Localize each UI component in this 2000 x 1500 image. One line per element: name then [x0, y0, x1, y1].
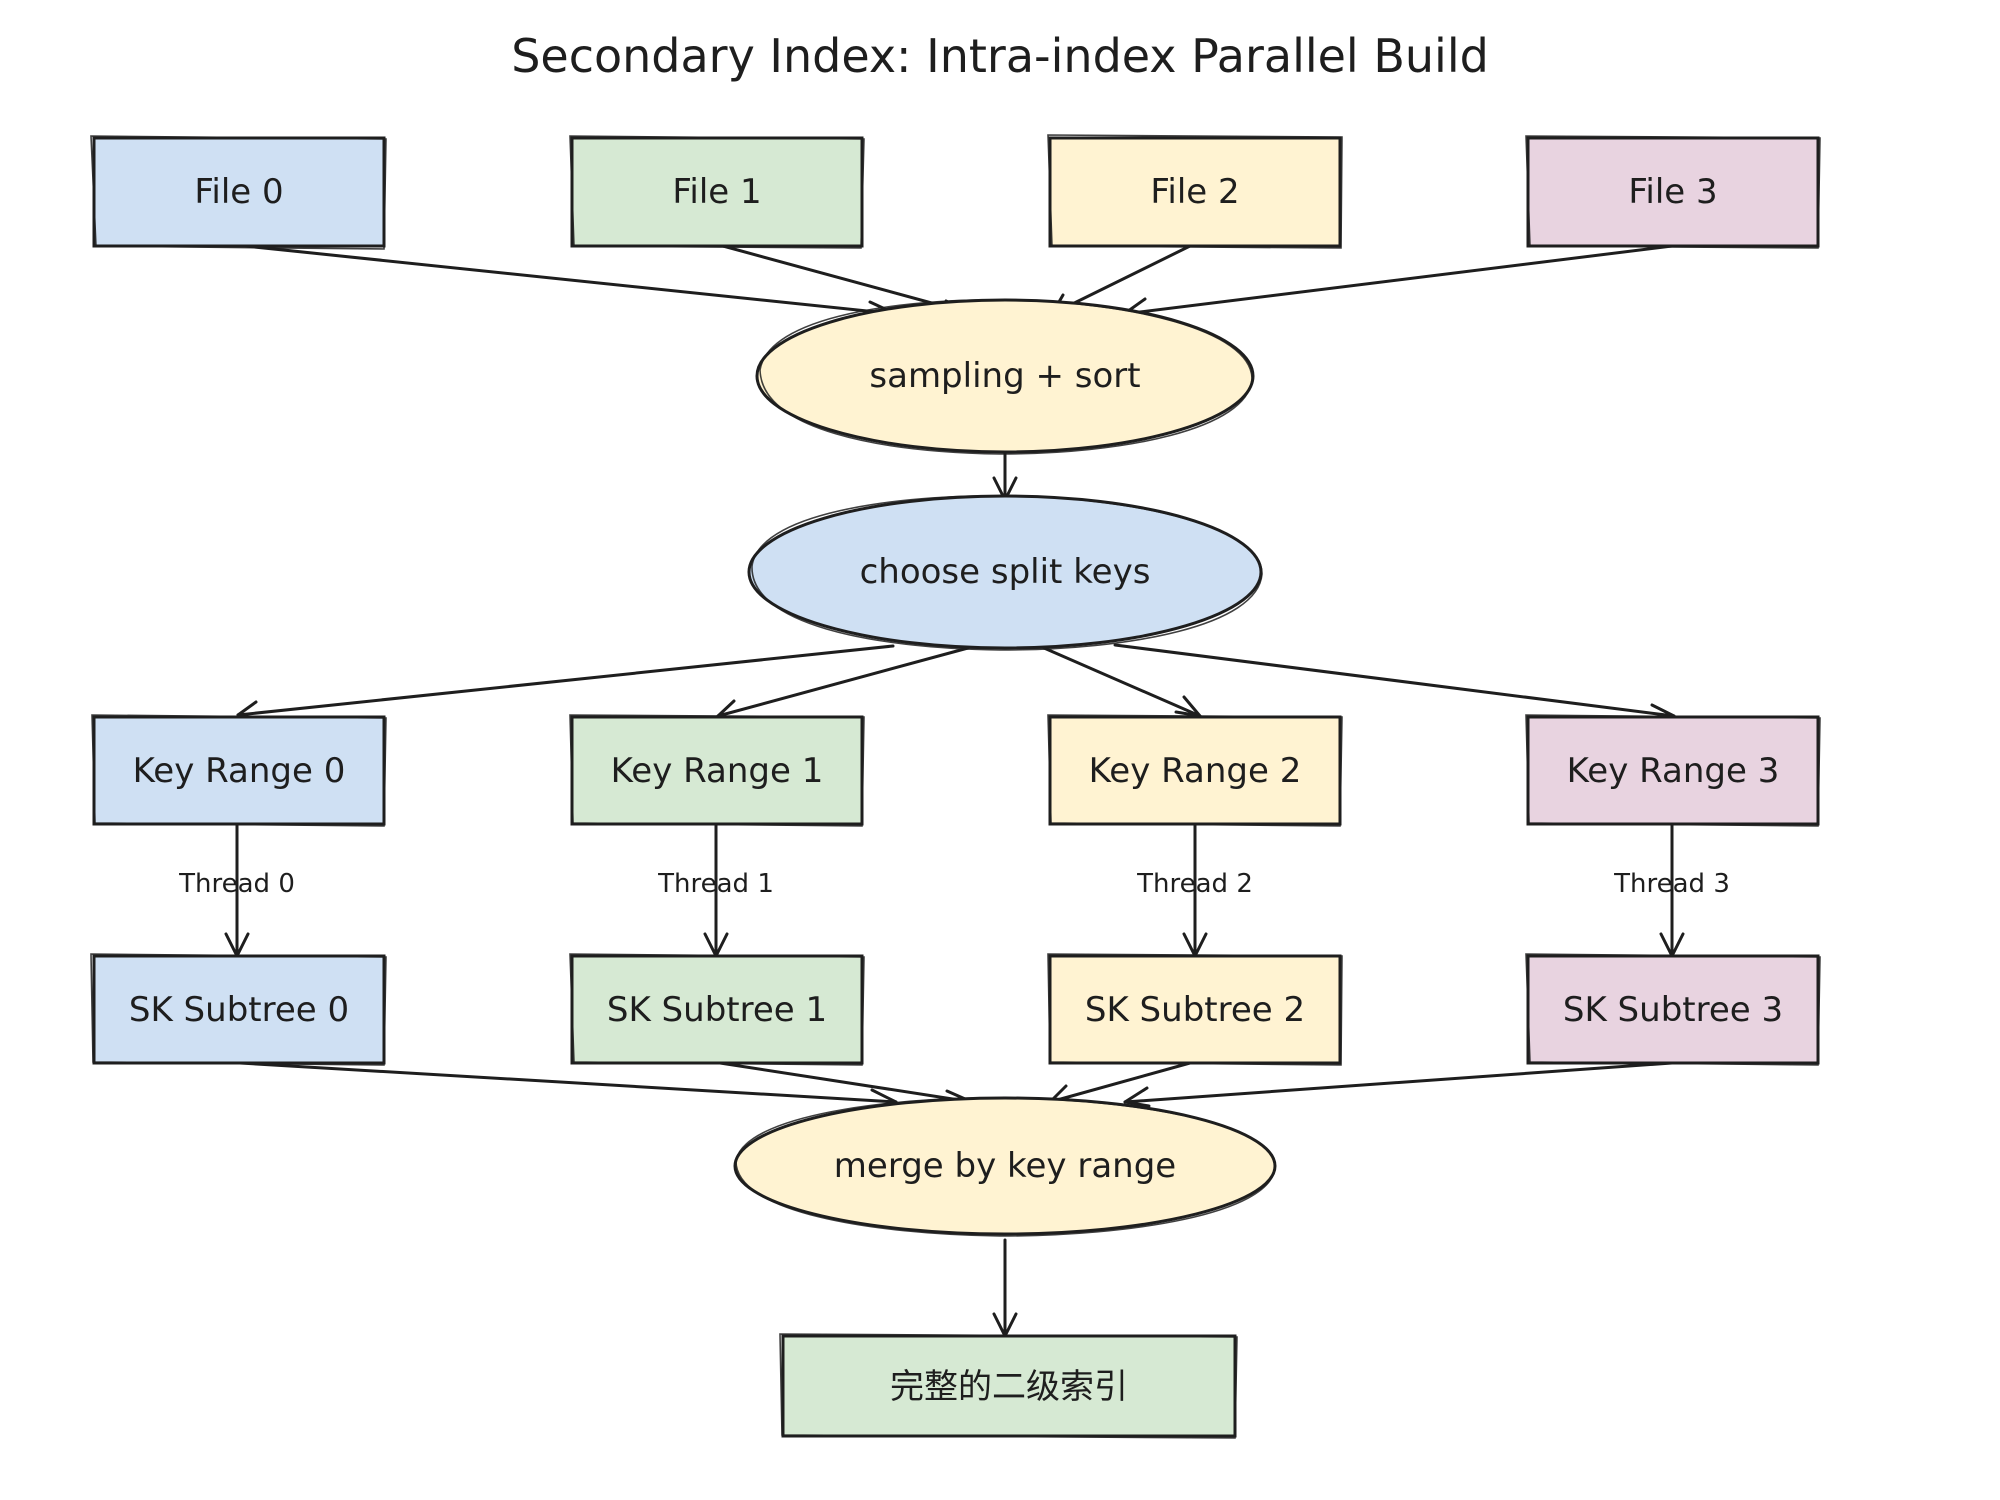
thread-1-label: Thread 1	[657, 869, 774, 899]
sk-subtree-0-label: SK Subtree 0	[129, 990, 349, 1030]
key-range-0-box	[92, 715, 386, 826]
edge-file3-to-sampling	[1122, 244, 1674, 320]
node-key-range-0: Key Range 0	[91, 714, 387, 827]
sk-subtree-3-label: SK Subtree 3	[1563, 990, 1783, 1030]
node-sk-subtree-0: SK Subtree 0	[90, 953, 387, 1066]
file-0-box	[92, 136, 386, 248]
sk-subtree-0-box	[92, 954, 386, 1065]
edge-merge-to-result	[992, 1238, 1018, 1338]
split-keys-label: choose split keys	[860, 552, 1151, 592]
edge-subtree3-to-merge	[1123, 1061, 1674, 1108]
file-1-label: File 1	[672, 172, 761, 212]
key-range-3-box	[1526, 715, 1820, 826]
diagram-title: Secondary Index: Intra-index Parallel Bu…	[511, 29, 1489, 83]
key-range-0-label: Key Range 0	[133, 751, 346, 791]
file-3-label: File 3	[1628, 172, 1717, 212]
node-sk-subtree-1: SK Subtree 1	[569, 953, 865, 1066]
key-range-2-box	[1048, 715, 1342, 826]
node-file-2: File 2	[1047, 134, 1343, 249]
file-0-label: File 0	[194, 172, 283, 212]
node-key-range-1: Key Range 1	[569, 714, 865, 827]
edge-subtree2-to-merge	[1048, 1061, 1192, 1105]
key-range-3-label: Key Range 3	[1567, 751, 1780, 791]
edges	[224, 244, 1685, 1338]
edge-file0-to-sampling	[243, 244, 898, 322]
edge-sampling-to-split	[992, 450, 1018, 502]
result-label: 完整的二级索引	[890, 1367, 1128, 1407]
node-sk-subtree-3: SK Subtree 3	[1525, 953, 1821, 1066]
edge-subtree0-to-merge	[238, 1061, 898, 1110]
result-box	[781, 1334, 1237, 1438]
sk-subtree-1-label: SK Subtree 1	[607, 990, 827, 1030]
node-complete-secondary-index: 完整的二级索引	[779, 1333, 1238, 1439]
node-sk-subtree-2: SK Subtree 2	[1047, 953, 1343, 1066]
key-range-1-box	[570, 715, 864, 826]
sampling-sort-label: sampling + sort	[869, 356, 1140, 396]
sk-subtree-2-label: SK Subtree 2	[1085, 990, 1305, 1030]
edge-split-to-range1	[716, 646, 970, 721]
node-file-1: File 1	[569, 135, 865, 249]
node-sampling-sort: sampling + sort	[755, 298, 1255, 455]
node-merge-by-key-range: merge by key range	[733, 1096, 1277, 1237]
file-1-box	[570, 136, 864, 248]
node-file-0: File 0	[90, 135, 387, 250]
node-choose-split-keys: choose split keys	[747, 494, 1263, 651]
edge-split-to-range3	[1113, 643, 1676, 725]
node-key-range-2: Key Range 2	[1047, 714, 1343, 827]
thread-2-label: Thread 2	[1136, 869, 1253, 899]
edge-split-to-range2	[1042, 646, 1202, 718]
node-key-range-3: Key Range 3	[1525, 714, 1821, 827]
sk-subtree-2-box	[1048, 954, 1342, 1065]
file-2-box	[1048, 136, 1342, 248]
thread-3-label: Thread 3	[1613, 869, 1730, 899]
merge-label: merge by key range	[834, 1146, 1176, 1186]
file-2-label: File 2	[1150, 172, 1239, 212]
node-file-3: File 3	[1525, 135, 1821, 249]
edge-split-to-range0	[236, 644, 895, 723]
key-range-1-label: Key Range 1	[611, 751, 824, 791]
thread-0-label: Thread 0	[178, 869, 295, 899]
key-range-2-label: Key Range 2	[1089, 751, 1302, 791]
file-3-box	[1526, 136, 1820, 248]
